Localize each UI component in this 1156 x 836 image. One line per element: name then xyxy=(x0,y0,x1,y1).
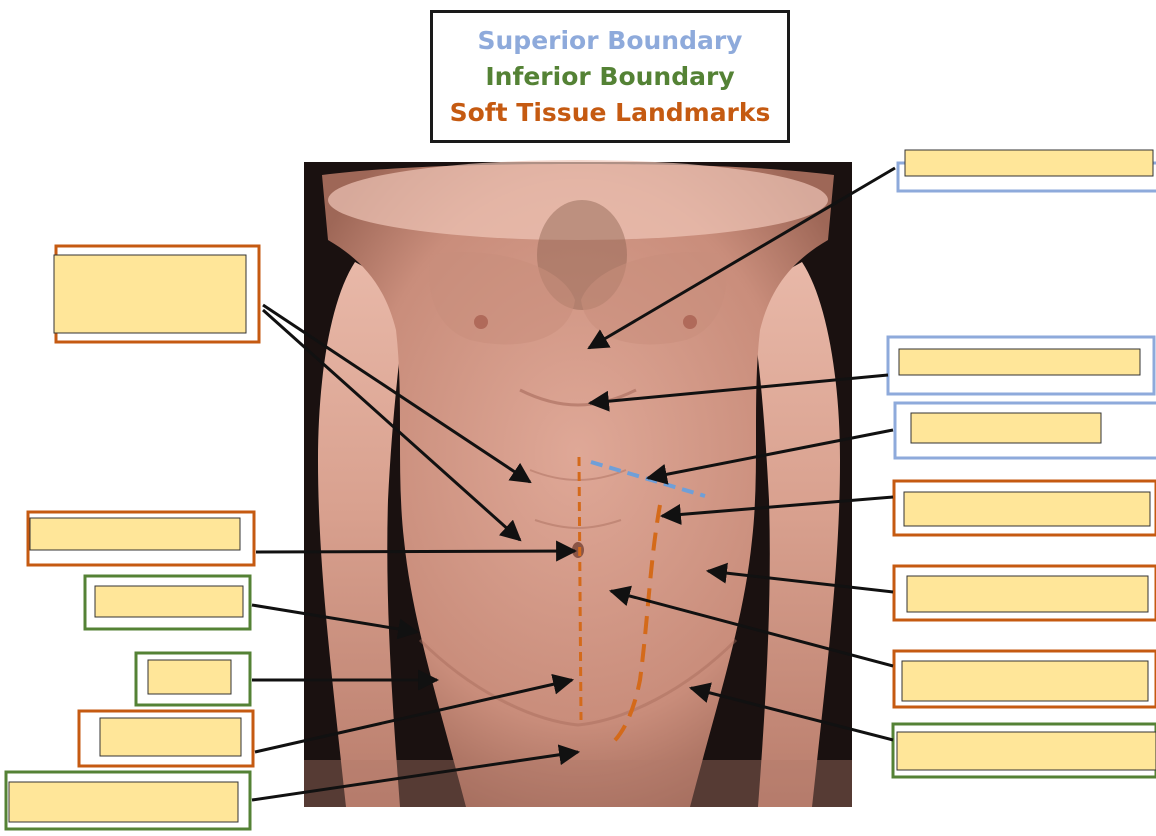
rib-shadow xyxy=(519,388,637,407)
arrow-rectus-abdominis xyxy=(705,562,894,594)
label-box-tendinous-intersections-pair[interactable] xyxy=(53,254,247,334)
legend-soft-tissue-landmarks: Soft Tissue Landmarks xyxy=(449,97,771,127)
right-arm xyxy=(318,262,410,807)
legend-superior-boundary: Superior Boundary xyxy=(477,25,743,55)
right-pectoral xyxy=(429,252,575,345)
label-box-iliac-crest-border xyxy=(83,574,252,631)
legend-box: Superior Boundary Inferior Boundary Soft… xyxy=(430,10,790,143)
label-box-rectus-abdominis[interactable] xyxy=(906,575,1149,613)
arrow-pubic-symphysis xyxy=(251,744,581,802)
label-box-iliac-crest-left[interactable] xyxy=(896,731,1156,771)
pointer-arrows xyxy=(251,166,896,802)
label-box-jugular-notch[interactable] xyxy=(904,149,1154,177)
arrow-costal-margin xyxy=(645,428,894,485)
lower-shadow xyxy=(304,760,852,807)
arrow-tendinous-intersections xyxy=(608,585,894,668)
label-box-iliac-crest-left-border xyxy=(891,722,1156,779)
label-box-linea-semilunaris-border xyxy=(892,479,1156,537)
label-box-pubic-symphysis[interactable] xyxy=(8,781,239,823)
label-box-linea-alba-fill[interactable] xyxy=(99,717,242,757)
abdominal-crease-2 xyxy=(534,519,622,530)
label-box-umbilicus-border xyxy=(26,510,256,567)
legend-inferior-boundary: Inferior Boundary xyxy=(485,61,735,91)
right-nipple xyxy=(474,315,488,329)
label-box-linea-semilunaris[interactable] xyxy=(903,491,1151,527)
label-box-iliac-crest[interactable] xyxy=(94,585,244,618)
label-box-tendinous-intersections-border xyxy=(892,649,1156,709)
shoulder-highlight xyxy=(328,160,828,240)
label-box-xiphoid-process-border xyxy=(886,335,1156,396)
inguinal-shadow xyxy=(418,638,738,727)
label-box-umbilicus[interactable] xyxy=(29,517,241,551)
label-boxes xyxy=(4,149,1156,831)
arrow-tendinous-intersection-lower xyxy=(261,308,522,542)
label-box-asis-border xyxy=(134,651,252,707)
label-box-asis[interactable] xyxy=(147,659,232,695)
arrow-xiphoid-process xyxy=(587,373,889,412)
torso-photograph xyxy=(304,160,852,807)
arrow-linea-alba xyxy=(254,673,575,754)
arrow-iliac-crest xyxy=(251,603,420,640)
label-box-xiphoid-process[interactable] xyxy=(898,348,1141,376)
arrow-iliac-crest-left xyxy=(688,682,894,742)
label-box-tendinous-intersections[interactable] xyxy=(901,660,1149,702)
left-nipple xyxy=(683,315,697,329)
label-box-costal-margin-border xyxy=(893,401,1156,460)
linea-semilunaris-dashed-line xyxy=(608,504,662,747)
arrow-umbilicus xyxy=(255,540,578,562)
arrow-linea-semilunaris xyxy=(659,495,894,525)
label-box-rectus-abdominis-border xyxy=(892,564,1156,622)
label-box-linea-alba-border xyxy=(77,709,255,768)
arrow-tendinous-intersection-upper xyxy=(262,303,532,484)
left-arm xyxy=(748,262,840,807)
label-box-costal-margin[interactable] xyxy=(910,412,1102,444)
arrow-jugular-notch xyxy=(587,166,896,350)
label-box-pubic-symphysis-border xyxy=(4,770,252,831)
